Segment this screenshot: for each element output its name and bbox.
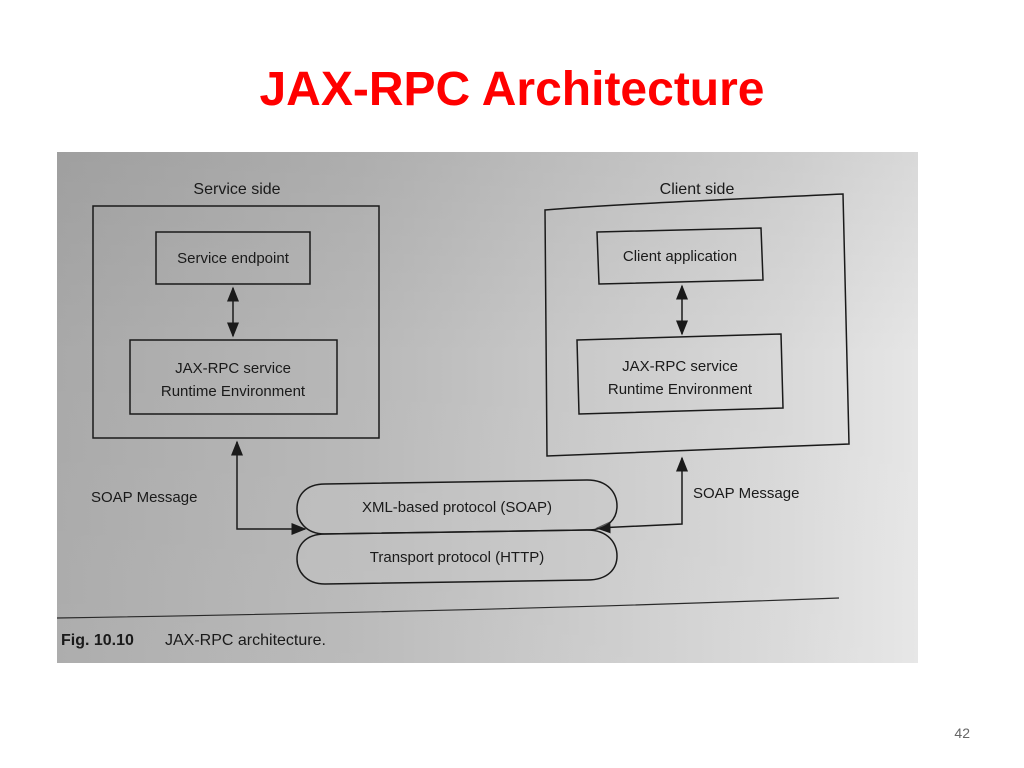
service-runtime-line1: JAX-RPC service [175, 360, 291, 377]
scanned-figure: Service side Service endpoint JAX-RPC se… [57, 152, 918, 663]
slide-page-number: 42 [954, 725, 970, 741]
service-endpoint-box [155, 231, 311, 285]
transport-protocol-label: Transport protocol (HTTP) [370, 549, 545, 566]
client-application-box [596, 227, 764, 285]
figure-caption-number: Fig. 10.10 [61, 632, 134, 649]
architecture-diagram: Service side Service endpoint JAX-RPC se… [57, 181, 850, 649]
service-runtime-line2: Runtime Environment [161, 383, 306, 400]
service-runtime-box [129, 339, 338, 415]
client-runtime-box [576, 333, 784, 415]
client-side-heading: Client side [660, 181, 735, 198]
client-side-container [544, 193, 850, 457]
service-side-container [92, 205, 380, 439]
client-runtime-line1: JAX-RPC service [622, 358, 738, 375]
client-to-protocol-connector [595, 456, 688, 534]
service-to-protocol-connector [231, 440, 307, 535]
soap-message-left-label: SOAP Message [91, 489, 197, 506]
service-endpoint-label: Service endpoint [177, 250, 290, 267]
caption-divider [57, 597, 840, 619]
figure-caption-text: JAX-RPC architecture. [165, 632, 326, 649]
transport-protocol-capsule [296, 529, 618, 585]
slide-title: JAX-RPC Architecture [259, 63, 765, 116]
client-runtime-line2: Runtime Environment [608, 381, 753, 398]
service-side-heading: Service side [193, 181, 280, 198]
xml-protocol-label: XML-based protocol (SOAP) [362, 499, 552, 516]
soap-message-right-label: SOAP Message [693, 485, 799, 502]
client-application-label: Client application [623, 248, 737, 265]
